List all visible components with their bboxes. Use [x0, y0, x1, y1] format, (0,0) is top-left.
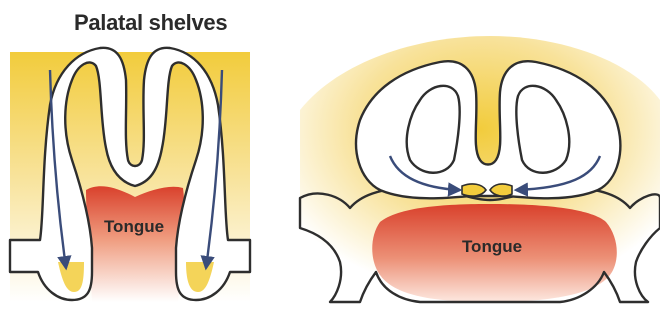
right-panel: Tongue	[300, 36, 660, 302]
left-tongue	[86, 186, 184, 302]
left-tongue-label: Tongue	[104, 217, 164, 236]
right-shelf-tip-right	[490, 184, 512, 196]
right-shelf-tip-left	[462, 184, 486, 196]
right-tongue-label: Tongue	[462, 237, 522, 256]
left-panel: Tongue	[10, 48, 250, 302]
